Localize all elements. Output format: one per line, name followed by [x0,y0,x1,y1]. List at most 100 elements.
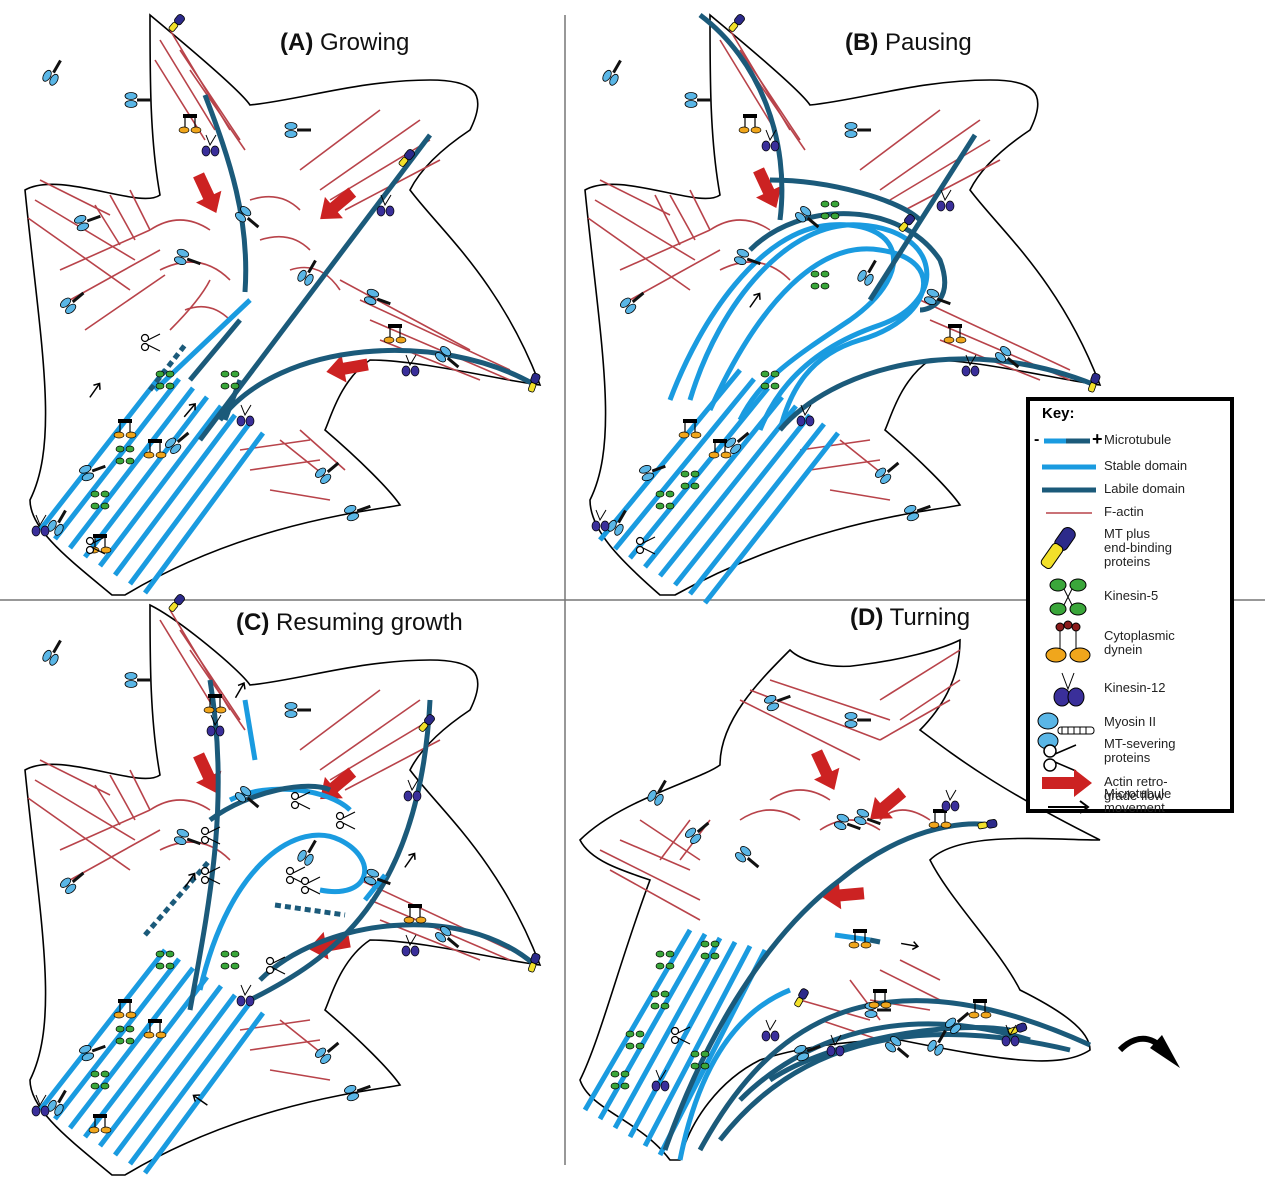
f-actin-filament [69,829,161,881]
myosin-ii [875,461,900,484]
panel-b-title: (B) Pausing [845,29,972,56]
plus-end-binding-protein [398,149,415,167]
kinesin-5 [610,1070,630,1090]
f-actin-filament [599,179,671,216]
plus-end-binding-protein [794,988,809,1008]
kinesin-12 [206,714,225,737]
key-label-severing: MT-severing proteins [1104,736,1176,765]
f-actin-filament [919,299,1071,371]
stable-microtubule [98,984,223,1148]
key-row-microtubule: - + Microtubule [1030,429,1230,469]
retrograde-flow-arrow [811,749,840,790]
kinesin-12-icon [1053,672,1085,707]
growth-cone-outline [584,13,1102,596]
mt-severing-protein [290,791,311,810]
key-row-mtmove: Microtubule movement [1030,786,1230,829]
cytoplasmic-dynein [113,419,137,439]
stable-microtubule [627,940,738,1139]
f-actin-filament [27,797,131,871]
f-actin-filament [739,49,801,141]
myosin-ii [79,1044,106,1062]
kinesin-12 [936,189,955,212]
f-actin-filament [59,809,151,851]
stable-microtubule [38,368,167,532]
f-actin-filament [34,779,136,841]
key-label-retroflow: Actin retro- grade flow [1104,774,1168,803]
plus-end-sign: + [1092,429,1103,449]
kinesin-5 [155,950,175,970]
f-actin-filament [859,109,941,171]
plus-end-binding-protein [898,214,915,232]
key-row-labile: Labile domain [1030,478,1230,518]
kinesin-5 [90,1070,110,1090]
myosin-ii [684,92,711,108]
f-actin-filament [879,969,941,1001]
kinesin-5 [700,940,720,960]
f-actin-filament [594,199,696,261]
kinesin-12 [201,134,220,157]
myosin-ii [735,846,760,869]
kinesin-12 [796,404,815,427]
mt-severing-protein [140,333,161,352]
myosin-ii [165,431,190,454]
key-label-factin: F-actin [1104,504,1144,519]
labile-microtubule [869,937,881,945]
cytoplasmic-dynein [738,114,762,134]
kinesin-12 [376,194,395,217]
f-actin-filament [129,769,151,811]
myosin-ii [364,288,391,306]
cytoplasmic-dynein [708,439,732,459]
panel-a-title: (A) Growing [280,29,409,56]
key-row-dynein: Cytoplasmic dynein [1030,619,1230,667]
f-actin-filament [169,279,211,331]
f-actin-filament [299,689,381,751]
plus-end-binding-protein [728,14,745,32]
myosin-ii [885,1036,910,1059]
f-actin-filament [94,784,121,826]
f-actin-filament [639,819,701,861]
cytoplasmic-dynein [178,114,202,134]
key-row-plusend: MT plus end-binding proteins [1030,525,1230,573]
kinesin-5 [810,270,830,290]
f-actin-filament [669,194,696,241]
f-actin-filament [829,489,891,501]
panel-b-pausing [584,13,1102,605]
turning-arrowhead [1150,1035,1180,1068]
microtubule-movement-arrow [234,682,246,699]
labile-microtubule [778,356,1096,432]
retrograde-flow-arrow [326,354,369,383]
f-actin-filament [259,235,311,251]
key-row-stable: Stable domain [1030,455,1230,495]
myosin-ii-icon [1037,712,1095,750]
labile-microtubule [208,783,332,823]
f-actin-filament [369,899,511,961]
myosin-ii [435,926,460,949]
kinesin-5 [690,1050,710,1070]
microtubule-movement-arrow [192,1094,208,1106]
f-actin-filament [739,699,861,761]
key-label-mtmove: Microtubule movement [1104,786,1172,815]
myosin-ii [734,248,761,266]
stable-microtubule [667,222,896,422]
microtubule-icon [1044,438,1090,444]
f-actin-filament [179,629,241,721]
myosin-ii [315,461,340,484]
stable-microtubule [707,246,926,431]
stable-microtubule [127,422,252,586]
f-actin-filament [654,194,681,246]
myosin-ii [945,1011,970,1034]
mt-severing-protein [300,876,321,895]
plus-end-binding-protein [168,594,185,612]
f-actin-filament [94,204,121,246]
plus-end-binding-protein [418,714,435,732]
f-actin-filament [149,219,211,231]
f-actin-filament [109,774,136,821]
labile-microtubule [202,94,249,293]
kinesin-5 [115,1025,135,1045]
stable-microtubule [142,431,266,595]
labile-microtubule [867,133,978,302]
growth-cone-outline [24,603,542,1176]
kinesin-12 [1001,1024,1020,1047]
stable-microtubule [113,993,237,1157]
